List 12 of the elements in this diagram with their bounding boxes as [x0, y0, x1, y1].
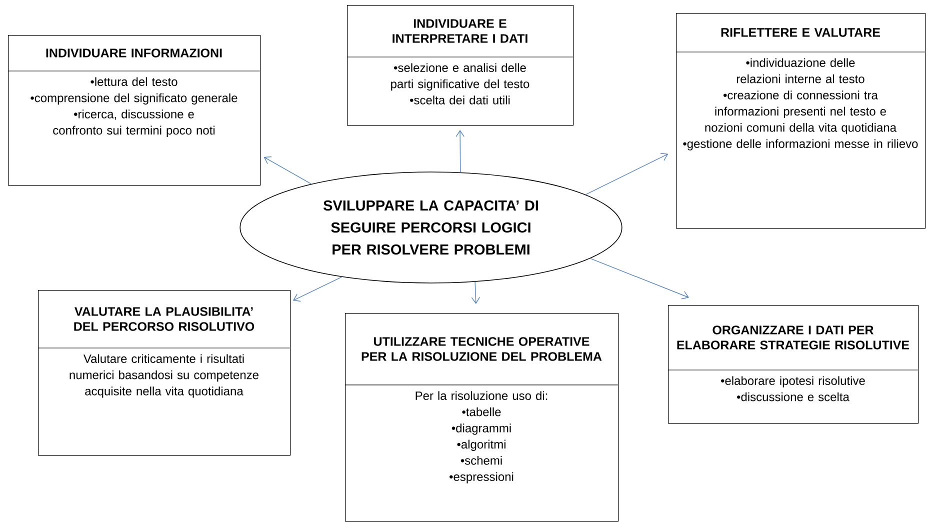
- arrow: [456, 130, 464, 173]
- arrow: [264, 156, 312, 184]
- arrow: [585, 152, 668, 195]
- text-box: UTILIZZARE TECNICHE OPERATIVE PER LA RISOLUZIONE DEL PROBLEMA Per la risoluzione uso di: •tabelle •diagrammi •algoritmi •schemi •espressioni: [344, 313, 619, 522]
- arrow: [590, 258, 690, 300]
- arrow: [471, 282, 480, 304]
- arrow: [292, 276, 342, 302]
- text-box: INDIVIDUARE E INTERPRETARE I DATI •selezione e analisi delle parti significative del testo •scelta dei dati utili: [346, 5, 574, 126]
- text-box: RIFLETTERE E VALUTARE •individuazione delle relazioni interne al testo •creazione di connessioni tra informazioni presenti nel testo e nozioni comuni della vita quotidiana •gestione delle informazioni messe in rilievo: [676, 12, 926, 229]
- text-box: VALUTARE LA PLAUSIBILITA’ DEL PERCORSO RISOLUTIVO Valutare criticamente i risultati numerici basandosi su competenze acquisite nella vita quotidiana: [38, 290, 291, 456]
- text-box: ORGANIZZARE I DATI PER ELABORARE STRATEGIE RISOLUTIVE •elaborare ipotesi risolutive •discussione e scelta: [668, 305, 919, 424]
- text-box: INDIVIDUARE INFORMAZIONI •lettura del testo •comprensione del significato generale •ricerca, discussione e confronto sui termini poco noti: [8, 35, 261, 186]
